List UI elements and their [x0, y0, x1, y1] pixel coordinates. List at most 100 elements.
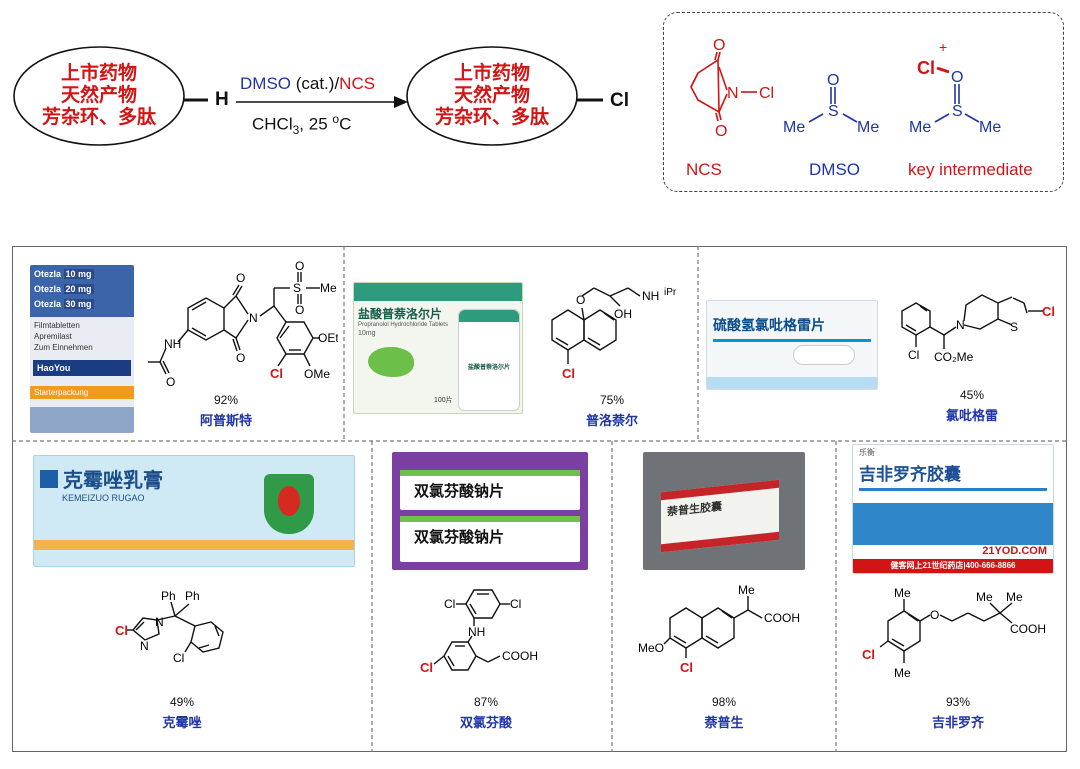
gf-me3: Me: [976, 590, 993, 604]
substrate-text: 上市药物 天然产物 芳杂环、多肽: [18, 62, 180, 128]
naproxen-name: 萘普生: [704, 716, 744, 731]
starter-pack: Starterpackung: [30, 386, 134, 399]
ap-so-o2: O: [295, 303, 304, 317]
apremilast-name: 阿普斯特: [199, 414, 252, 429]
clotrimazole-pinyin: KEMEIZUO RUGAO: [62, 493, 145, 503]
reagent-dmso: DMSO: [240, 74, 291, 93]
cond-unit: C: [339, 114, 352, 134]
key-o: O: [951, 69, 963, 86]
box-line-3: Zum Einnehmen: [34, 343, 93, 352]
np-me: Me: [738, 583, 755, 597]
product-line-1: 上市药物: [453, 62, 530, 84]
cond-sup: o: [332, 112, 340, 126]
ct-ph1: Ph: [161, 589, 176, 603]
ap-nh: NH: [164, 337, 181, 351]
key-cl: Cl: [917, 58, 935, 78]
ap-o2: O: [236, 351, 245, 365]
ct-n1: N: [155, 615, 164, 629]
cp-cl-ring: Cl: [908, 348, 919, 362]
product-text: 上市药物 天然产物 芳杂环、多肽: [410, 62, 574, 128]
dc-nh: NH: [468, 625, 485, 639]
ap-oet: OEt: [318, 331, 338, 345]
product-oval: [406, 46, 578, 146]
dmso-s: S: [828, 103, 839, 120]
ap-me: Me: [320, 281, 337, 295]
key-me-right: Me: [979, 119, 1001, 136]
substrate-line-3: 芳杂环、多肽: [41, 106, 156, 128]
naproxen-yield: 98%: [711, 695, 737, 709]
gf-o: O: [930, 608, 939, 622]
brand-2: Otezla: [34, 284, 62, 294]
np-cooh: COOH: [764, 611, 800, 625]
reagents-box: [663, 12, 1064, 192]
substrate-h: H: [215, 89, 229, 110]
pr-oh: OH: [614, 307, 632, 321]
pr-ipr: iPr: [664, 287, 677, 298]
dmso-me-left: Me: [783, 119, 805, 136]
haoyou-logo: HaoYou: [33, 360, 131, 376]
reagents-structures: O O N Cl O S Me Me + Cl O S Me Me: [690, 37, 1001, 140]
reaction-scheme: [13, 46, 603, 146]
diclofenac-title-2: 双氯芬酸钠片: [414, 529, 505, 546]
clopidogrel-structure: N S Cl CO₂Me Cl: [901, 294, 1055, 364]
clopidogrel-name: 氯吡格雷: [945, 409, 998, 424]
dose-2: 20 mg: [63, 284, 94, 294]
apremilast-box-photo: Otezla 10 mg Otezla 20 mg Otezla 30 mg F…: [30, 265, 134, 433]
propranolol-name: 普洛萘尔: [585, 414, 638, 429]
gemfibrozil-brand: 乐衡: [859, 448, 875, 457]
clotrimazole-structure: Ph Ph N N Cl Cl: [115, 589, 224, 665]
propranolol-yield: 75%: [599, 393, 625, 407]
panel-dividers: [12, 246, 1067, 752]
clopidogrel-yield: 45%: [959, 388, 985, 402]
propranolol-box-photo: 盐酸普萘洛尔片 Propranolol Hydrochloride Tablet…: [353, 282, 523, 414]
reagent-ncs: NCS: [339, 74, 376, 93]
brand-3: Otezla: [34, 299, 62, 309]
ncs-o-bottom: O: [715, 123, 727, 140]
reaction-arrowhead: [394, 96, 408, 108]
reagent-line: DMSO (cat.)/NCS: [240, 74, 375, 94]
key-intermediate-structure: [934, 84, 980, 123]
diclofenac-structure: Cl Cl NH COOH Cl: [420, 589, 538, 675]
diclofenac-title-1: 双氯芬酸钠片: [414, 483, 505, 500]
product-line-3: 芳杂环、多肽: [434, 106, 549, 128]
dmso-o: O: [827, 72, 839, 89]
dmso-label: DMSO: [809, 160, 860, 179]
ap-ome: OMe: [304, 367, 330, 381]
ncs-structure: [690, 51, 757, 122]
cp-cl: Cl: [1042, 304, 1055, 319]
substrate-line-2: 天然产物: [60, 84, 137, 106]
cp-s: S: [1010, 320, 1018, 334]
brand-1: Otezla: [34, 269, 62, 279]
np-meo: MeO: [638, 641, 664, 655]
key-cl-o-bond: [936, 66, 950, 74]
pr-o: O: [576, 293, 585, 307]
cond-temp: , 25: [299, 114, 333, 134]
clopidogrel-title: 硫酸氢氯吡格雷片: [713, 317, 825, 333]
key-s: S: [952, 103, 963, 120]
gemfibrozil-box-photo: 乐衡 吉非罗齐胶囊 21YOD.COM 健客网上21世纪药店|400-666-8…: [852, 444, 1054, 574]
np-cl: Cl: [680, 660, 693, 675]
key-intermediate-label: key intermediate: [908, 160, 1033, 179]
reagent-cat: (cat.)/: [291, 74, 340, 93]
gf-cl: Cl: [862, 647, 875, 662]
gf-me2: Me: [894, 666, 911, 680]
dc-cooh: COOH: [502, 649, 538, 663]
product-panel: [12, 246, 1067, 752]
diclofenac-box-photo: 双氯芬酸钠片 双氯芬酸钠片: [392, 452, 588, 570]
ncs-cl: Cl: [759, 85, 774, 102]
ap-s: S: [293, 281, 301, 295]
clopidogrel-box-photo: 硫酸氢氯吡格雷片: [706, 300, 878, 390]
ct-n2: N: [140, 639, 149, 653]
substrate-line-1: 上市药物: [60, 62, 137, 84]
cond-sub: 3: [292, 123, 300, 138]
cp-n: N: [956, 318, 965, 332]
ct-cl: Cl: [115, 623, 128, 638]
clotrimazole-title: 克霉唑乳膏: [63, 470, 163, 492]
dmso-me-right: Me: [857, 119, 879, 136]
ap-o1: O: [236, 271, 245, 285]
diclofenac-yield: 87%: [473, 695, 499, 709]
ncs-n: N: [727, 85, 739, 102]
bottle-label: 盐酸普萘洛尔片: [467, 365, 510, 371]
clotrimazole-name: 克霉唑: [162, 716, 202, 731]
gemfibrozil-site: 21YOD.COM: [982, 545, 1047, 557]
